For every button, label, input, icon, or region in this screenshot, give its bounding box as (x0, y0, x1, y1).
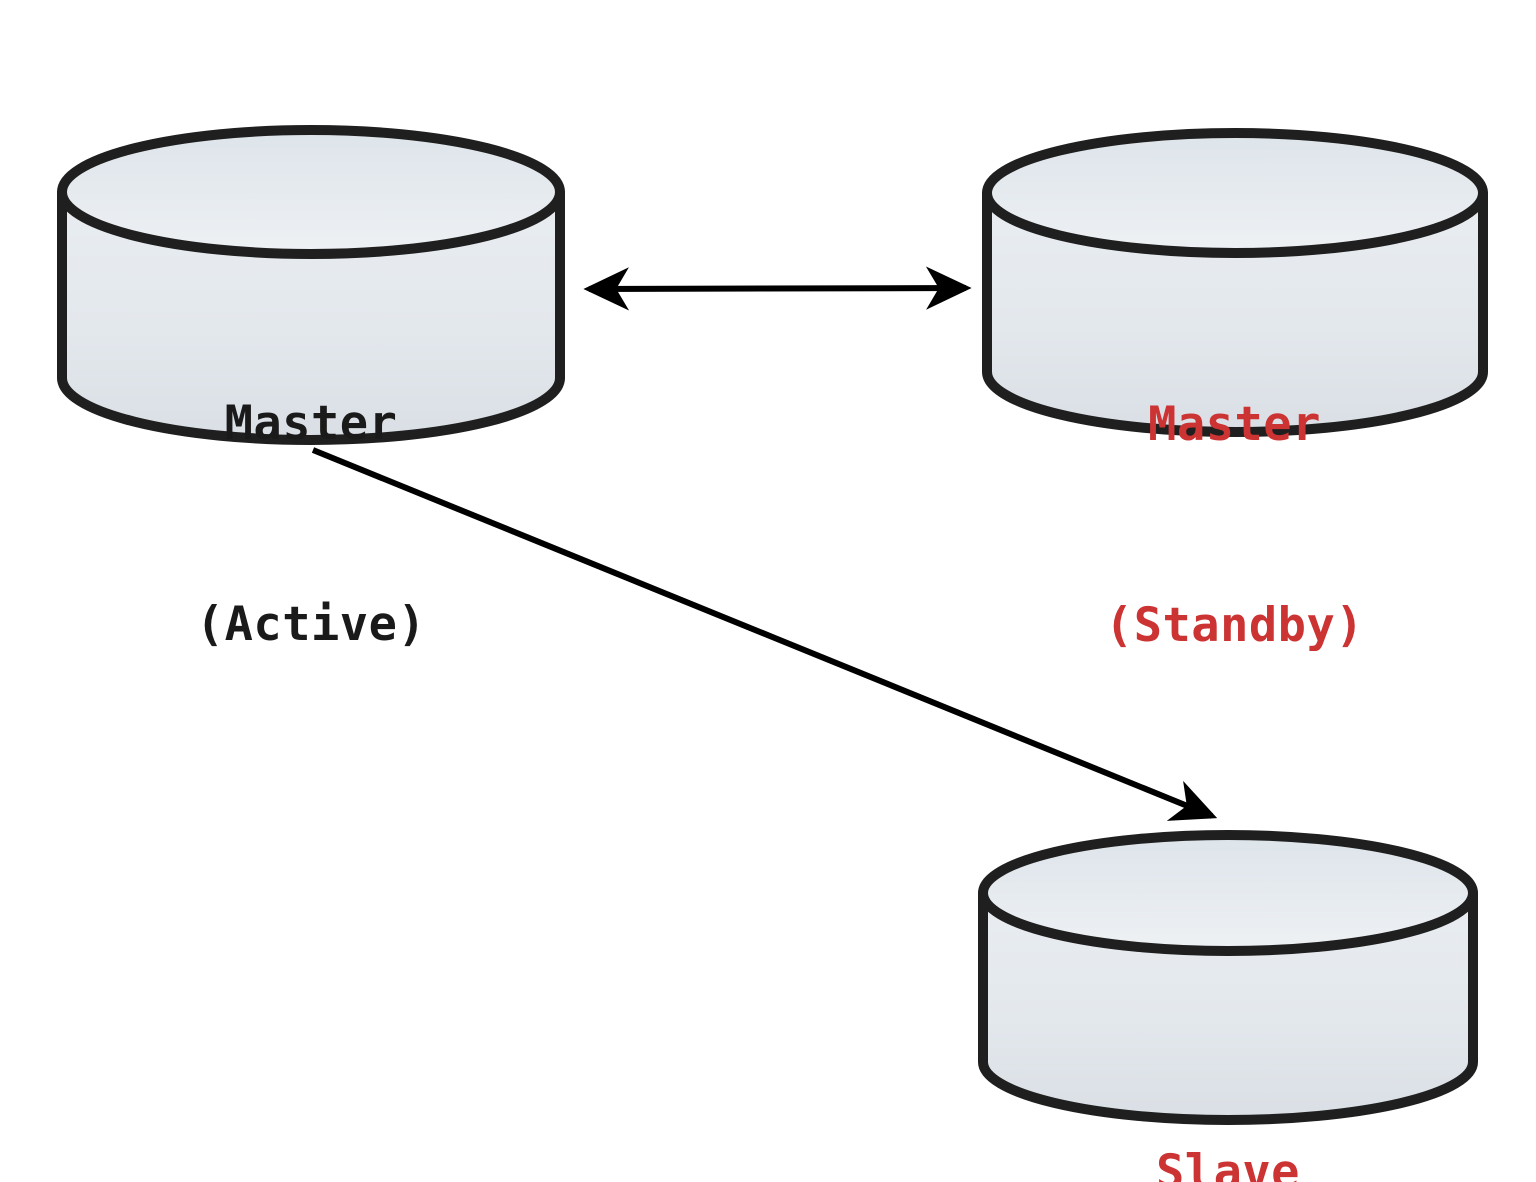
master-standby-body (982, 188, 1488, 437)
master-active-body (57, 187, 565, 445)
master-active-top-disc (57, 125, 565, 259)
slave-body (978, 888, 1478, 1125)
master-standby-top-disc (982, 128, 1488, 258)
replication-link-bidirectional[interactable] (583, 266, 972, 311)
master-active-db[interactable] (57, 125, 565, 445)
slave-db[interactable] (978, 830, 1478, 1125)
master-standby-db[interactable] (982, 128, 1488, 437)
slave-top-disc (978, 830, 1478, 956)
replication-link-to-slave[interactable] (311, 447, 1218, 821)
